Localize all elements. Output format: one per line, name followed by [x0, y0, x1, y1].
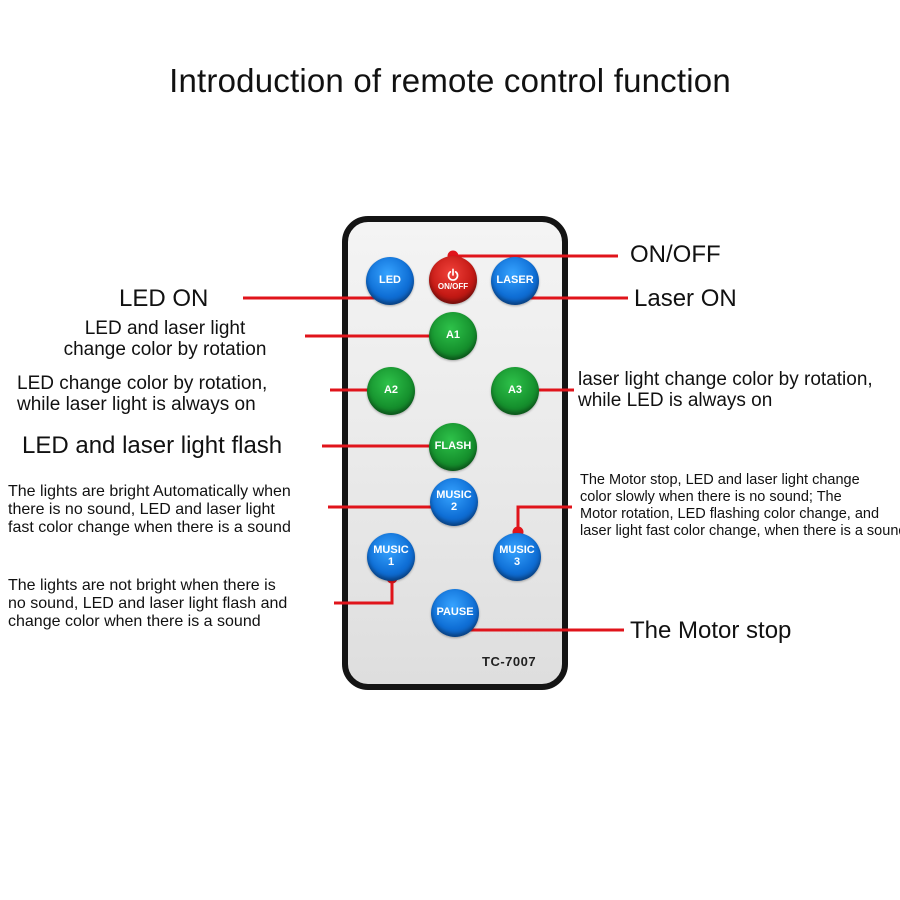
callout-a2-line2: while laser light is always on [17, 394, 256, 415]
callout-a3: laser light change color by rotation, wh… [578, 369, 873, 411]
callout-music3-line2: color slowly when there is no sound; The [580, 489, 842, 505]
callout-music3-line3: Motor rotation, LED flashing color chang… [580, 506, 880, 522]
callout-music2-line3: fast color change when there is a sound [8, 519, 291, 536]
flash-button[interactable]: FLASH [429, 423, 477, 471]
laser-button[interactable]: LASER [491, 257, 539, 305]
callout-music3: The Motor stop, LED and laser light chan… [580, 472, 900, 540]
callout-music3-line1: The Motor stop, LED and laser light chan… [580, 472, 860, 488]
callout-music3-line4: laser light fast color change, when ther… [580, 523, 900, 539]
callout-music1: The lights are not bright when there is … [8, 577, 287, 631]
music3-button[interactable]: MUSIC 3 [493, 533, 541, 581]
music3-button-label: MUSIC [499, 544, 535, 557]
pause-button[interactable]: PAUSE [431, 589, 479, 637]
callout-laser-on: Laser ON [634, 285, 737, 312]
power-icon [447, 268, 459, 282]
callout-a1-line1: LED and laser light [84, 318, 246, 339]
power-button-label: ON/OFF [437, 282, 469, 292]
a2-button-label: A2 [383, 384, 399, 397]
model-number: TC-7007 [482, 654, 537, 669]
a1-button[interactable]: A1 [429, 312, 477, 360]
page-title: Introduction of remote control function [169, 62, 731, 99]
callout-music2-line1: The lights are bright Automatically when [8, 483, 291, 500]
flash-button-label: FLASH [434, 440, 472, 453]
callout-a3-line1: laser light change color by rotation, [578, 369, 873, 390]
music2-button-number: 2 [450, 501, 458, 513]
callout-a1: LED and laser light change color by rota… [30, 318, 300, 360]
power-button[interactable]: ON/OFF [429, 256, 477, 304]
callout-line-music1 [334, 578, 394, 605]
callout-line-music3 [516, 505, 572, 532]
callout-led-on: LED ON [119, 285, 209, 312]
a3-button[interactable]: A3 [491, 367, 539, 415]
music3-button-number: 3 [513, 556, 521, 568]
a2-button[interactable]: A2 [367, 367, 415, 415]
led-button[interactable]: LED [366, 257, 414, 305]
led-button-label: LED [379, 274, 401, 287]
music1-button-number: 1 [387, 556, 395, 568]
music1-button[interactable]: MUSIC 1 [367, 533, 415, 581]
callout-music2-line2: there is no sound, LED and laser light [8, 501, 275, 518]
callout-music1-line1: The lights are not bright when there is [8, 577, 276, 594]
callout-music1-line2: no sound, LED and laser light flash and [8, 595, 288, 612]
pause-button-label: PAUSE [436, 606, 474, 619]
callout-a1-line2: change color by rotation [63, 339, 267, 360]
laser-button-label: LASER [496, 274, 534, 287]
a3-button-label: A3 [507, 384, 523, 397]
music2-button[interactable]: MUSIC 2 [430, 478, 478, 526]
callout-a3-line2: while LED is always on [578, 390, 773, 411]
callout-flash: LED and laser light flash [22, 432, 283, 459]
callout-pause: The Motor stop [630, 617, 792, 644]
callout-a2-line1: LED change color by rotation, [17, 373, 268, 394]
a1-button-label: A1 [445, 329, 461, 342]
music2-button-label: MUSIC [436, 489, 472, 502]
callout-a2: LED change color by rotation, while lase… [17, 373, 267, 415]
music1-button-label: MUSIC [373, 544, 409, 557]
callout-onoff: ON/OFF [630, 241, 721, 268]
callout-music2: The lights are bright Automatically when… [8, 483, 291, 537]
callout-music1-line3: change color when there is a sound [8, 613, 261, 630]
